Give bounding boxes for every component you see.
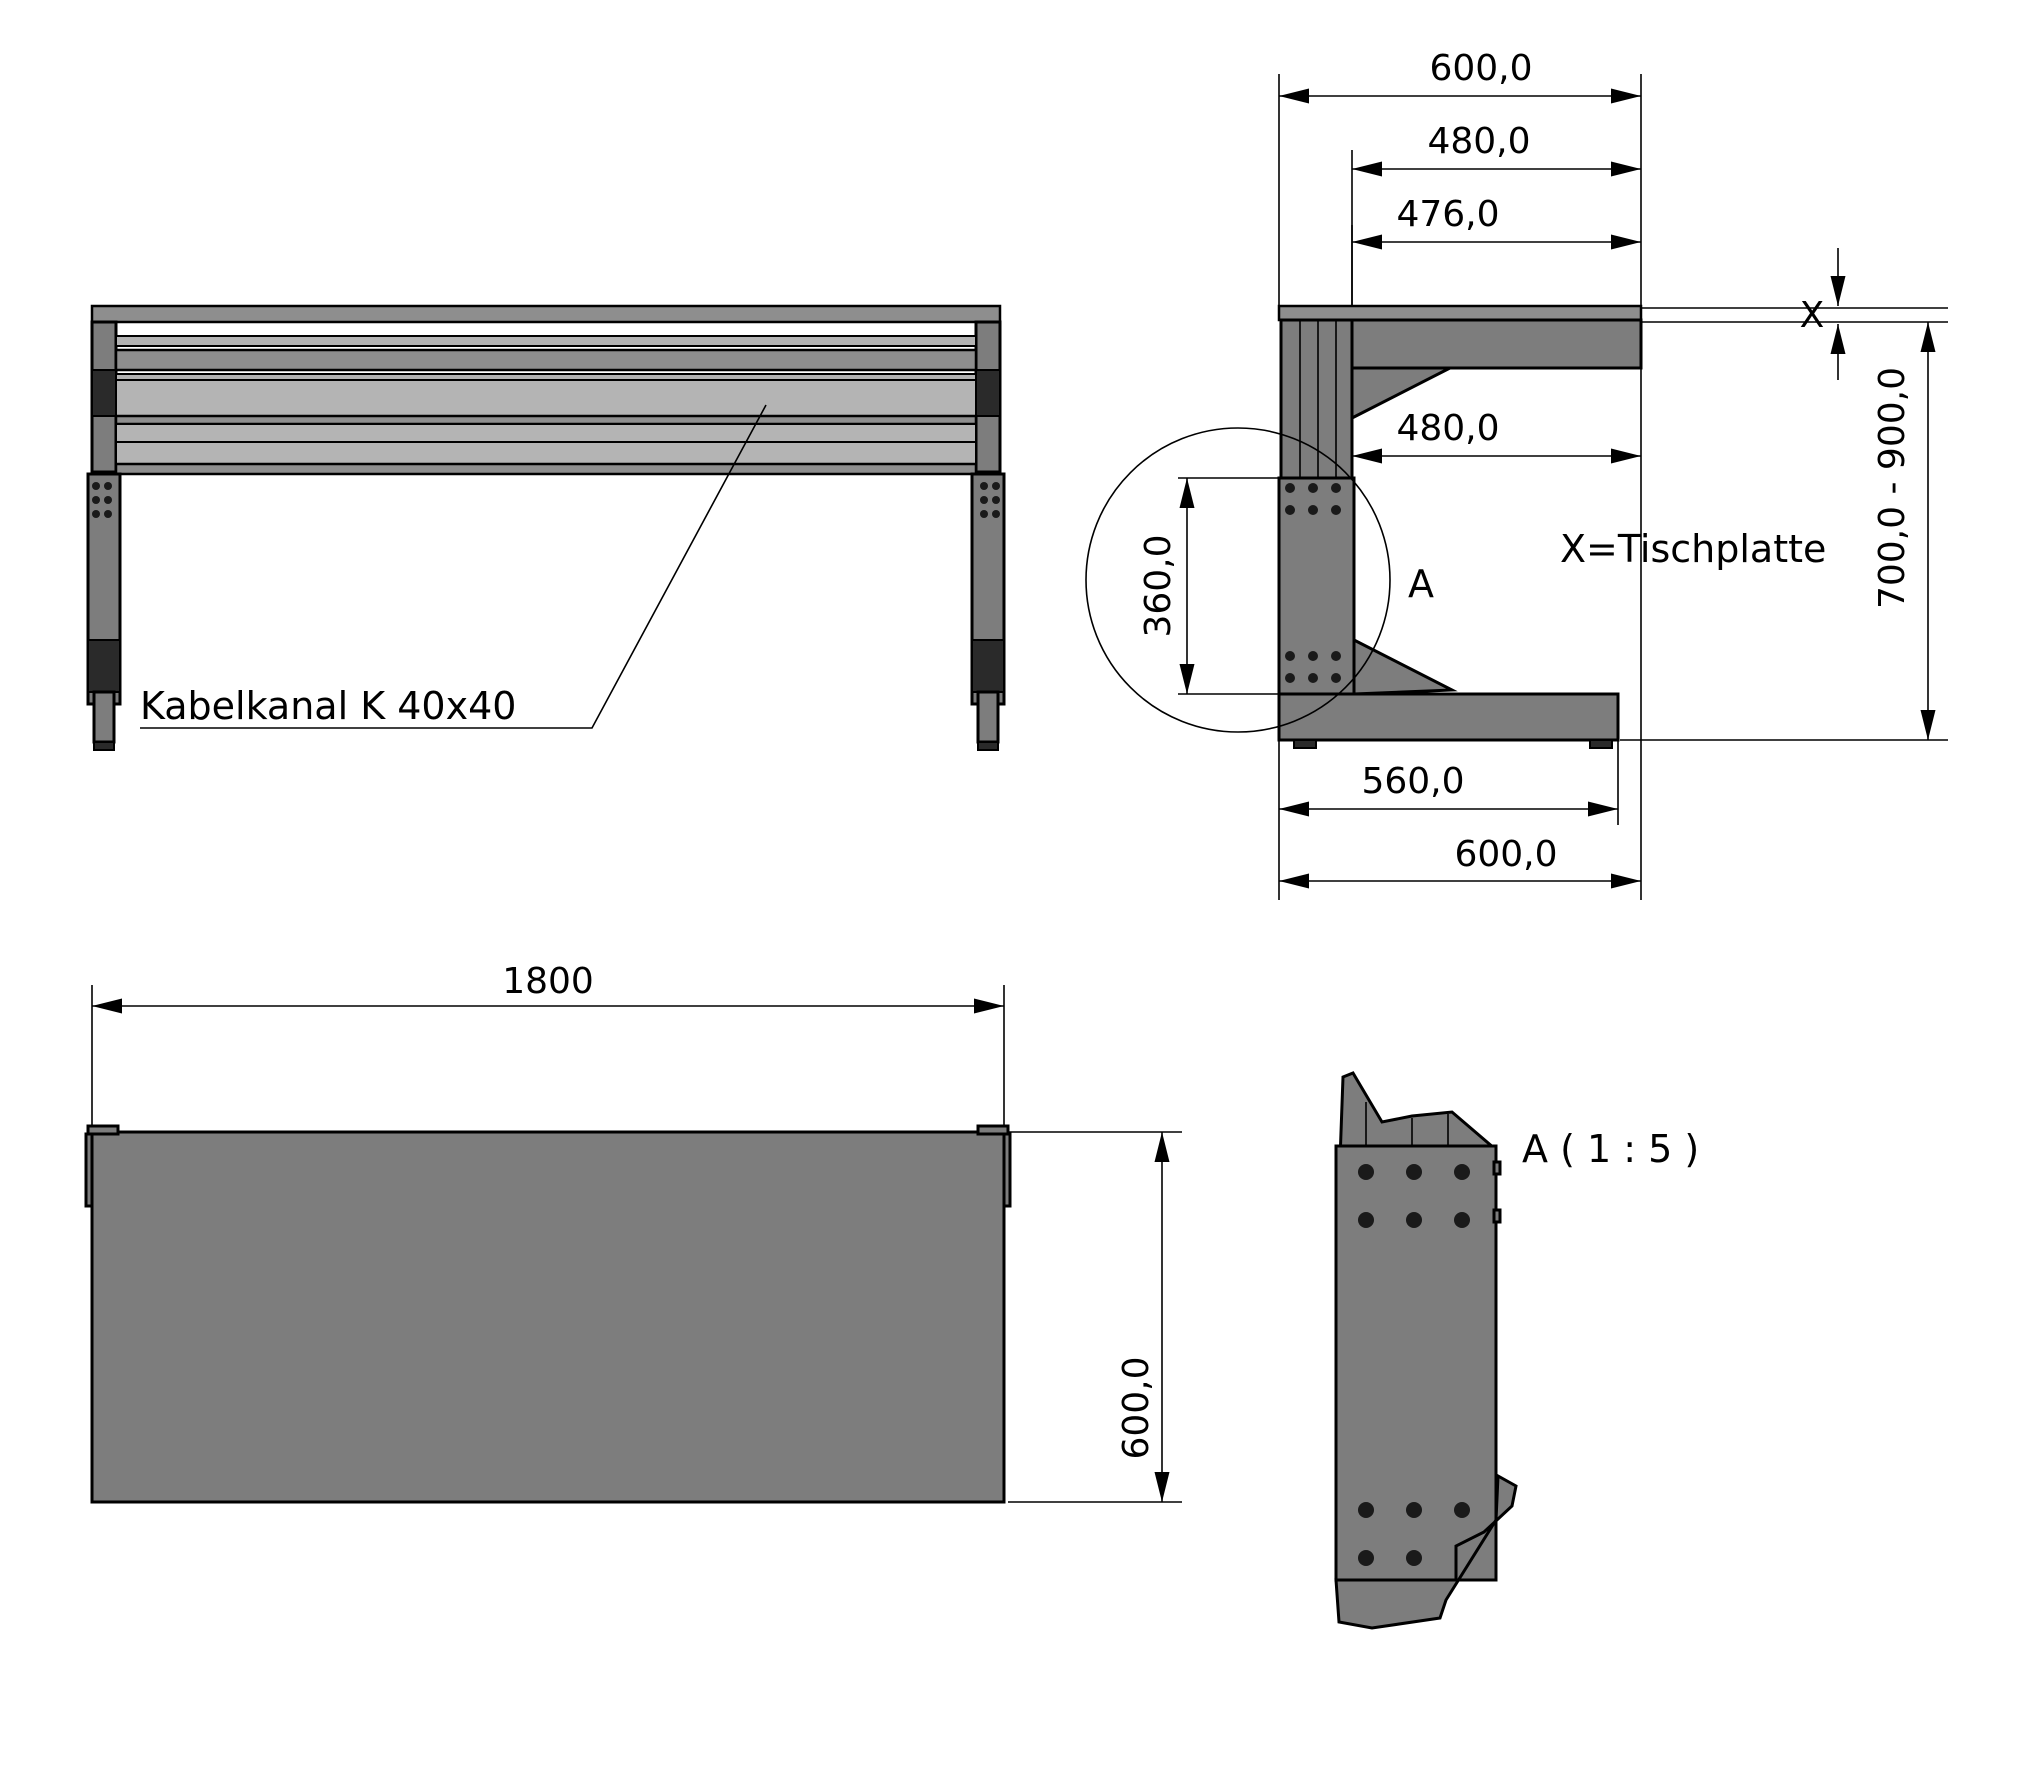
dim-side-480-mid: 480,0	[1396, 408, 1499, 449]
dim-top-width: 1800	[502, 961, 594, 1002]
side-upper-bracket	[1350, 318, 1643, 370]
detail-bolts	[1358, 1160, 1502, 1566]
front-view: Kabelkanal K 40x40	[86, 304, 1006, 751]
detail-view-a: A ( 1 : 5 )	[1334, 1071, 1699, 1630]
front-table-top	[90, 304, 1002, 324]
cable-channel-label: Kabelkanal K 40x40	[140, 684, 516, 728]
dim-side-600-bottom: 600,0	[1454, 834, 1557, 875]
dim-top-depth: 600,0	[1116, 1356, 1157, 1459]
side-column	[1279, 318, 1354, 482]
top-view: 1800 600,0	[84, 961, 1182, 1504]
detail-circle-a	[1085, 427, 1391, 733]
x-thickness-marker: X	[1800, 295, 1825, 336]
side-lower-gusset	[1352, 637, 1458, 696]
side-foot	[1277, 692, 1620, 742]
callout-leader	[140, 404, 767, 729]
top-view-table-top	[90, 1130, 1006, 1504]
cable-channel	[114, 335, 978, 476]
side-table-top	[1277, 304, 1643, 322]
detail-marker-a: A	[1408, 562, 1434, 606]
detail-title: A ( 1 : 5 )	[1522, 1127, 1699, 1171]
detail-lower-profile	[1334, 1473, 1518, 1630]
x-legend: X=Tischplatte	[1560, 527, 1826, 571]
dim-side-560: 560,0	[1361, 761, 1464, 802]
side-view: 600,0 480,0 476,0 480,0 360,0 700,0 - 90…	[1085, 48, 1948, 900]
dim-side-480-top: 480,0	[1427, 121, 1530, 162]
dim-side-476: 476,0	[1396, 194, 1499, 235]
dim-side-360: 360,0	[1138, 534, 1179, 637]
dim-side-height: 700,0 - 900,0	[1872, 367, 1913, 609]
dim-side-600-top: 600,0	[1429, 48, 1532, 89]
